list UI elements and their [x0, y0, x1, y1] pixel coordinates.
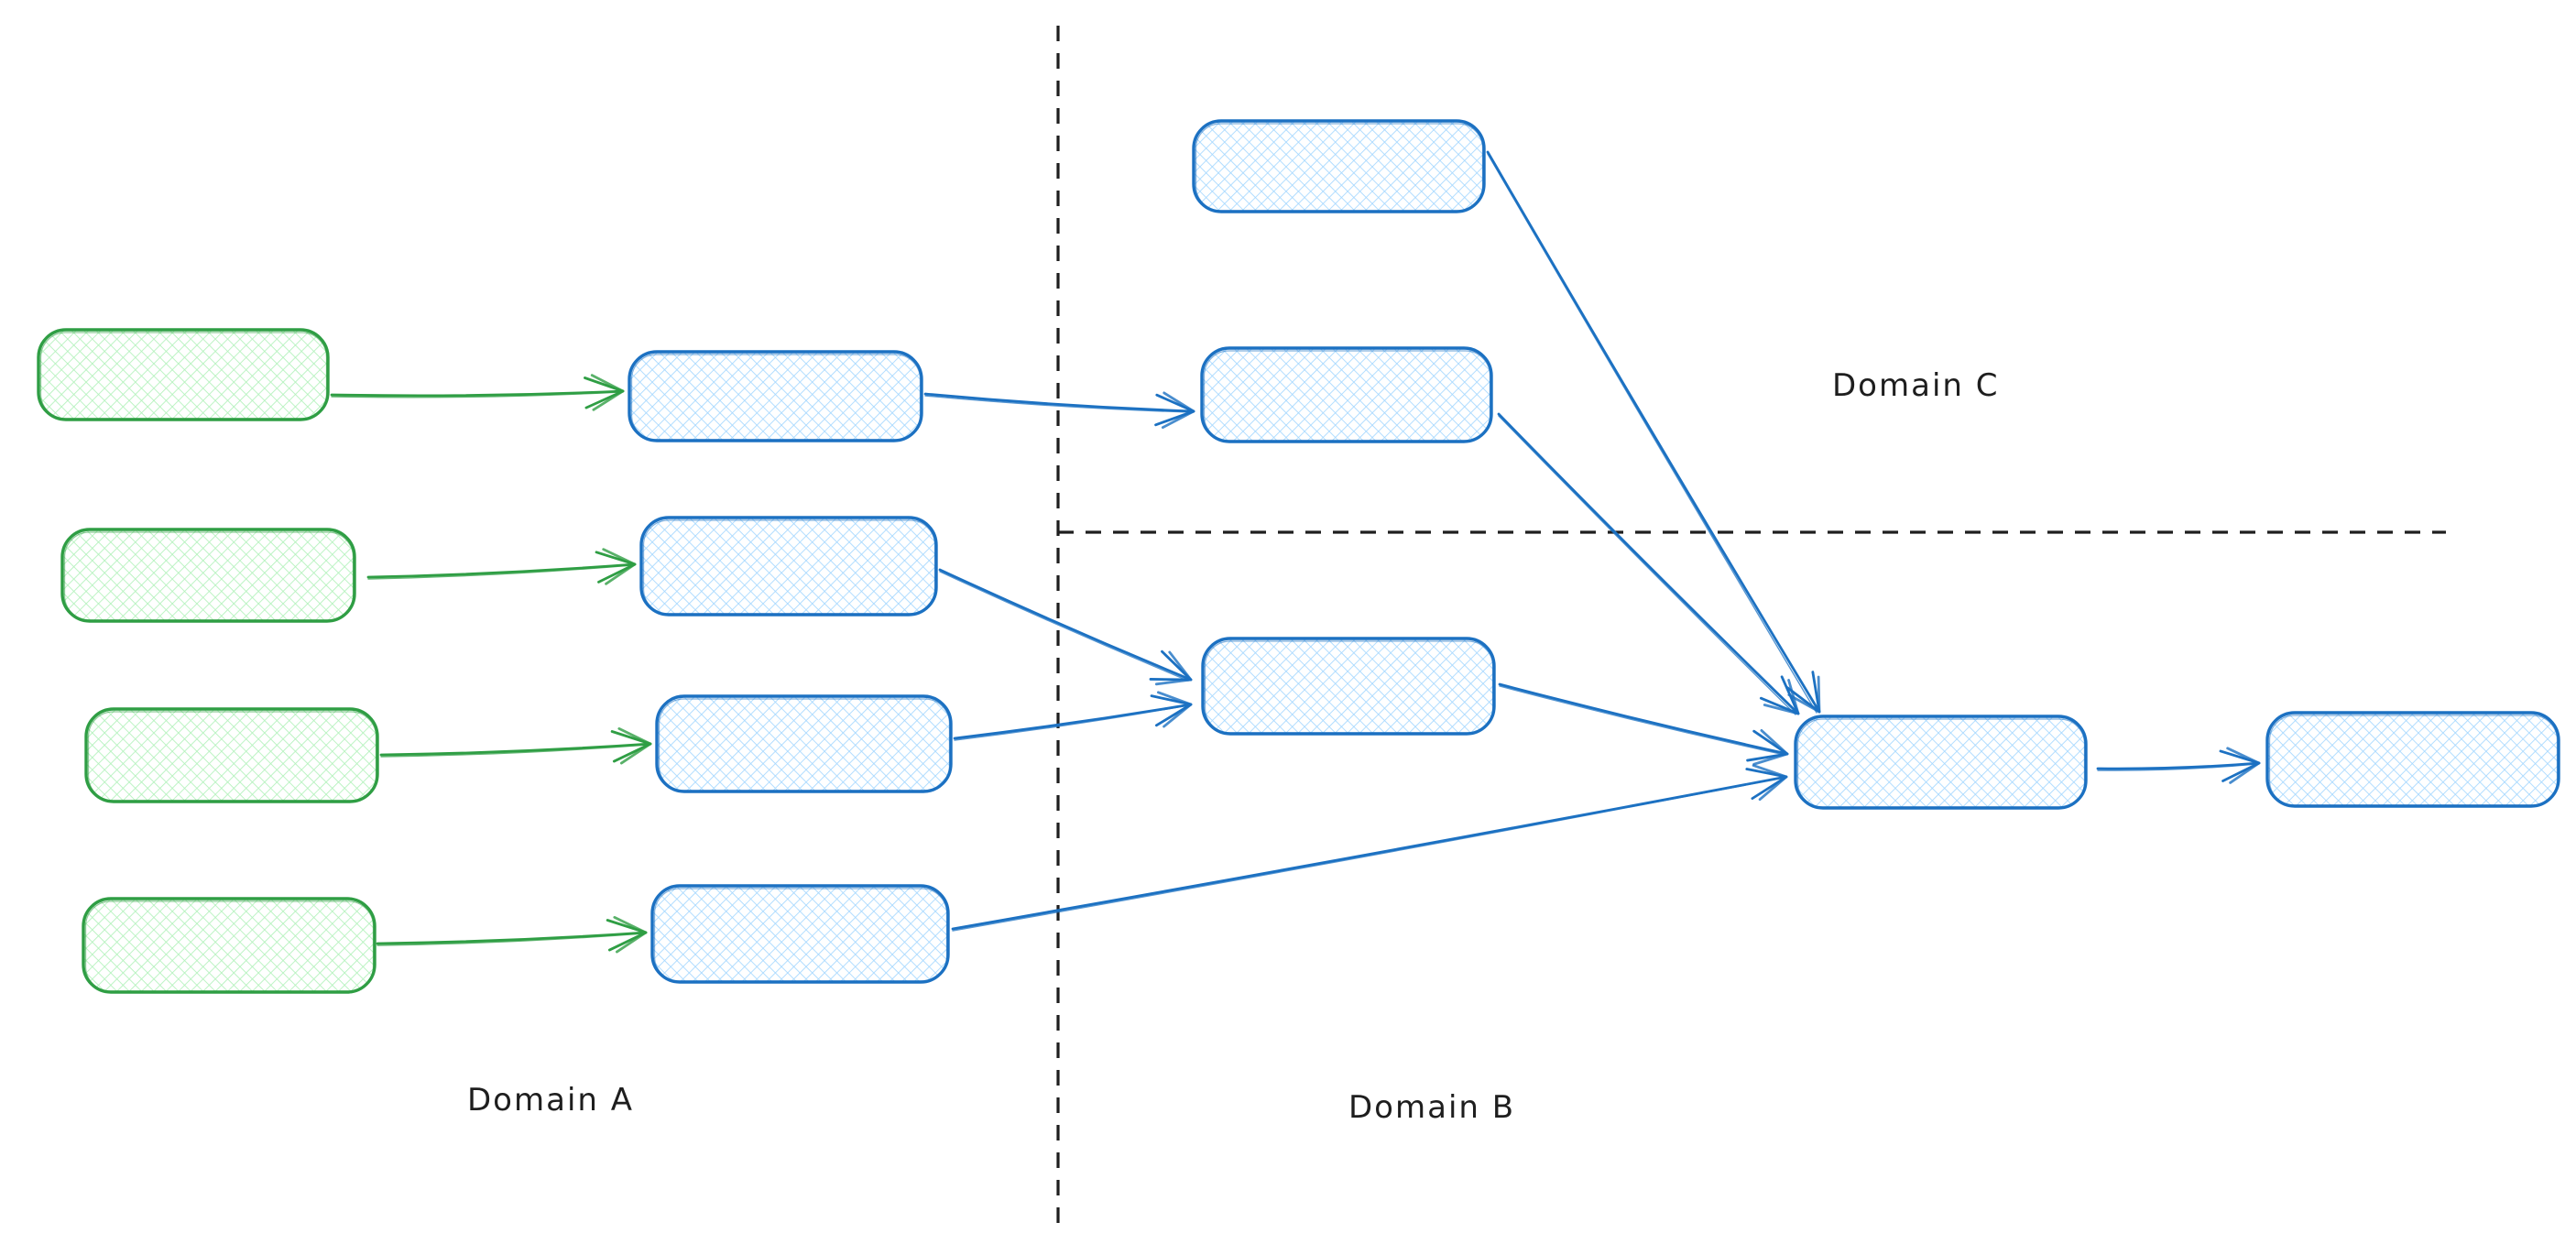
domain-b-label[interactable]: Domain B — [1348, 1089, 1515, 1126]
edge-blue-a1-to-blue-c2[interactable] — [923, 391, 1195, 430]
diagram-node-blue-c2[interactable] — [1200, 346, 1493, 443]
edge-blue-c2-to-blue-hub[interactable] — [1497, 412, 1800, 715]
diagram-node-blue-c1[interactable] — [1192, 119, 1486, 213]
diagram-node-green-4[interactable] — [82, 897, 377, 994]
edge-green-3-to-blue-a3[interactable] — [379, 727, 652, 765]
edge-blue-hub-to-blue-out[interactable] — [2096, 747, 2261, 784]
domain-a-label[interactable]: Domain A — [467, 1082, 634, 1119]
edge-blue-a3-to-blue-b-mid[interactable] — [953, 691, 1193, 741]
edge-green-4-to-blue-a4[interactable] — [376, 916, 648, 954]
edge-blue-c1-to-blue-hub[interactable] — [1486, 150, 1821, 714]
diagram-node-blue-a2[interactable] — [639, 516, 938, 617]
edge-blue-a2-to-blue-b-mid[interactable] — [938, 568, 1193, 686]
diagram-node-green-2[interactable] — [60, 528, 356, 623]
diagram-node-blue-out[interactable] — [2265, 711, 2560, 808]
diagram-node-blue-a3[interactable] — [655, 694, 953, 793]
diagram-node-blue-hub[interactable] — [1794, 715, 2088, 810]
diagram-node-blue-a4[interactable] — [650, 884, 950, 984]
edge-green-2-to-blue-a2[interactable] — [366, 548, 637, 585]
diagram-node-green-1[interactable] — [37, 328, 330, 421]
domain-c-label[interactable]: Domain C — [1832, 367, 1999, 404]
diagram-node-blue-b-mid[interactable] — [1201, 637, 1496, 736]
diagram-node-green-3[interactable] — [84, 707, 379, 803]
edge-green-1-to-blue-a1[interactable] — [330, 374, 625, 411]
diagram-node-blue-a1[interactable] — [628, 350, 923, 442]
edge-blue-a4-to-blue-hub[interactable] — [951, 764, 1788, 932]
edge-blue-b-mid-to-blue-hub[interactable] — [1498, 682, 1789, 766]
